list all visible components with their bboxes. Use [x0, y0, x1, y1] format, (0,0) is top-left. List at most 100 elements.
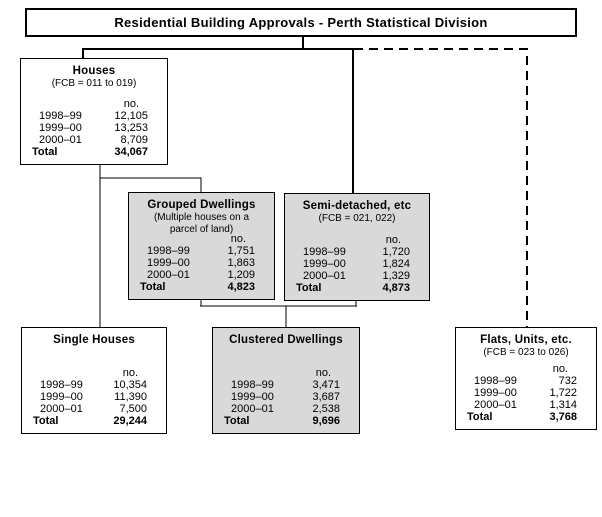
year-row: 1998–99 10,354	[33, 379, 147, 391]
total-value: 29,244	[113, 415, 147, 427]
box-title: Houses	[72, 65, 116, 77]
year-row: 1998–99 1,751	[140, 245, 255, 257]
box-title: Clustered Dwellings	[229, 334, 343, 346]
total-row: Total 3,768	[467, 411, 577, 423]
total-label: Total	[140, 281, 166, 293]
year-label: 1999–00	[40, 391, 83, 403]
year-value: 1,720	[382, 246, 410, 258]
unit-label: no.	[385, 234, 401, 246]
year-label: 2000–01	[147, 269, 190, 281]
total-row: Total 4,873	[296, 282, 410, 294]
semi-detached-box: Semi-detached, etc (FCB = 021, 022) no. …	[284, 193, 430, 301]
year-label: 1998–99	[40, 379, 83, 391]
total-value: 4,873	[382, 282, 410, 294]
total-label: Total	[467, 411, 493, 423]
year-value: 1,751	[227, 245, 255, 257]
year-row: 2000–01 7,500	[33, 403, 147, 415]
data-block: no. 1998–99 732 1999–00 1,722 2000–01 1,…	[467, 363, 577, 423]
year-value: 10,354	[113, 379, 147, 391]
year-value: 8,709	[120, 134, 148, 146]
year-row: 1998–99 3,471	[224, 379, 340, 391]
year-label: 2000–01	[303, 270, 346, 282]
year-row: 1998–99 12,105	[32, 110, 148, 122]
total-value: 4,823	[227, 281, 255, 293]
year-label: 1998–99	[147, 245, 190, 257]
year-label: 2000–01	[39, 134, 82, 146]
box-title: Flats, Units, etc.	[480, 334, 572, 346]
year-value: 1,722	[549, 387, 577, 399]
total-row: Total 4,823	[140, 281, 255, 293]
year-label: 1999–00	[303, 258, 346, 270]
year-row: 2000–01 1,209	[140, 269, 255, 281]
data-block: no. 1998–99 1,720 1999–00 1,824 2000–01 …	[296, 234, 410, 294]
year-row: 1999–00 1,863	[140, 257, 255, 269]
year-value: 732	[558, 375, 577, 387]
unit-label: no.	[315, 367, 331, 379]
clustered-dwellings-box: Clustered Dwellings no. 1998–99 3,471 19…	[212, 327, 360, 434]
year-label: 2000–01	[231, 403, 274, 415]
year-label: 2000–01	[40, 403, 83, 415]
box-subtitle: (FCB = 011 to 019)	[51, 78, 137, 89]
data-block: no. 1998–99 1,751 1999–00 1,863 2000–01 …	[140, 233, 255, 293]
year-row: 1998–99 1,720	[296, 246, 410, 258]
total-row: Total 29,244	[33, 415, 147, 427]
year-value: 2,538	[312, 403, 340, 415]
box-title: Single Houses	[53, 334, 135, 346]
total-row: Total 34,067	[32, 146, 148, 158]
grouped-dwellings-box: Grouped Dwellings (Multiple houses on a …	[128, 192, 275, 300]
year-row: 1999–00 13,253	[32, 122, 148, 134]
houses-box: Houses (FCB = 011 to 019) no. 1998–99 12…	[20, 58, 168, 165]
flats-units-box: Flats, Units, etc. (FCB = 023 to 026) no…	[455, 327, 597, 430]
year-value: 3,687	[312, 391, 340, 403]
box-title: Grouped Dwellings	[147, 199, 256, 211]
year-row: 1999–00 11,390	[33, 391, 147, 403]
year-value: 1,863	[227, 257, 255, 269]
total-label: Total	[33, 415, 59, 427]
box-title: Semi-detached, etc	[302, 200, 412, 212]
year-value: 1,209	[227, 269, 255, 281]
unit-label: no.	[122, 367, 138, 379]
diagram-title-box: Residential Building Approvals - Perth S…	[25, 8, 577, 37]
total-row: Total 9,696	[224, 415, 340, 427]
total-label: Total	[296, 282, 322, 294]
diagram-title: Residential Building Approvals - Perth S…	[114, 15, 488, 30]
total-value: 34,067	[114, 146, 148, 158]
year-value: 12,105	[114, 110, 148, 122]
year-value: 1,329	[382, 270, 410, 282]
year-value: 13,253	[114, 122, 148, 134]
year-value: 1,314	[549, 399, 577, 411]
year-row: 1999–00 3,687	[224, 391, 340, 403]
year-label: 1999–00	[39, 122, 82, 134]
year-label: 1998–99	[39, 110, 82, 122]
data-block: no. 1998–99 10,354 1999–00 11,390 2000–0…	[33, 367, 147, 427]
year-label: 1998–99	[474, 375, 517, 387]
year-label: 1999–00	[147, 257, 190, 269]
year-label: 1998–99	[231, 379, 274, 391]
year-row: 2000–01 1,329	[296, 270, 410, 282]
year-value: 3,471	[312, 379, 340, 391]
data-block: no. 1998–99 12,105 1999–00 13,253 2000–0…	[32, 98, 148, 158]
year-row: 1998–99 732	[467, 375, 577, 387]
year-value: 1,824	[382, 258, 410, 270]
data-block: no. 1998–99 3,471 1999–00 3,687 2000–01 …	[224, 367, 340, 427]
year-label: 1999–00	[231, 391, 274, 403]
box-subtitle: (FCB = 023 to 026)	[483, 347, 569, 358]
box-subtitle: (FCB = 021, 022)	[318, 213, 396, 224]
total-value: 9,696	[312, 415, 340, 427]
total-value: 3,768	[549, 411, 577, 423]
year-label: 1999–00	[474, 387, 517, 399]
year-value: 11,390	[114, 391, 147, 403]
year-row: 1999–00 1,824	[296, 258, 410, 270]
year-row: 2000–01 2,538	[224, 403, 340, 415]
year-label: 2000–01	[474, 399, 517, 411]
year-value: 7,500	[119, 403, 147, 415]
total-label: Total	[224, 415, 250, 427]
unit-label: no.	[230, 233, 246, 245]
unit-label: no.	[552, 363, 568, 375]
single-houses-box: Single Houses no. 1998–99 10,354 1999–00…	[21, 327, 167, 434]
total-label: Total	[32, 146, 58, 158]
unit-label: no.	[123, 98, 139, 110]
year-row: 1999–00 1,722	[467, 387, 577, 399]
